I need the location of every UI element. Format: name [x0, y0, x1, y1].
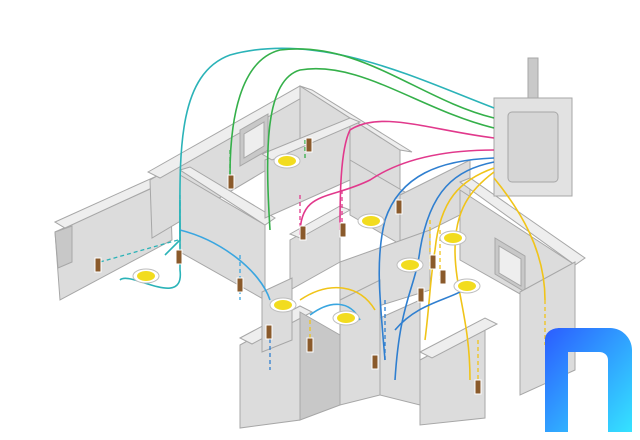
wire-magenta-1 [339, 120, 495, 231]
wall-pillar [261, 277, 293, 353]
wire-teal-1 [164, 47, 495, 256]
ceiling-light-icon [137, 271, 155, 281]
outlet-icon [429, 254, 437, 270]
panel-door [507, 111, 559, 183]
outlet-icon [265, 324, 273, 340]
ceiling-light-icon [458, 281, 476, 291]
n-logo-icon [545, 328, 632, 432]
wire-magenta-2 [299, 149, 495, 236]
outlet-icon [175, 249, 183, 265]
electrical-panel-icon [493, 57, 573, 197]
panel-conduit [527, 57, 539, 101]
wire-yellow-3 [493, 177, 546, 301]
wire-blue-1 [378, 157, 495, 361]
wires [119, 47, 546, 381]
ceiling-light-icon [362, 216, 380, 226]
ceiling-light-icon [274, 300, 292, 310]
ceiling-light-icon [444, 233, 462, 243]
wire-green-1 [229, 48, 495, 176]
window-back-glass [243, 121, 265, 159]
wire-yellow-4 [299, 286, 376, 311]
outlet-icon [306, 337, 314, 353]
outlet-icon [395, 199, 403, 215]
outlet-icon [339, 222, 347, 238]
wire-cyan-1 [179, 229, 271, 301]
outlet-icon [417, 287, 425, 303]
outlet-icon [94, 257, 102, 273]
wall-right-upper-top [299, 85, 413, 153]
wall-front-3 [379, 299, 421, 406]
outlet-icon [236, 277, 244, 293]
ceiling-light-icon [278, 156, 296, 166]
wire-green-2 [266, 67, 495, 231]
wall-right-long-top [458, 177, 586, 266]
outlet-icon [299, 225, 307, 241]
wall-inner-1-top [178, 166, 276, 226]
ceiling-lights [132, 153, 481, 326]
wire-teal-drop [119, 200, 181, 289]
wall-front-4-top [418, 317, 499, 359]
outlet-icon [305, 137, 313, 153]
window-right-glass [498, 245, 522, 287]
wire-yellow-1 [424, 167, 495, 341]
outlet-icon [474, 379, 482, 395]
outlet-icon [439, 269, 447, 285]
ceiling-light-icon [401, 260, 419, 270]
wall-left-notch [54, 225, 73, 269]
wall-front-1-side [299, 311, 341, 421]
outlet-icon [227, 174, 235, 190]
wall-front-2 [339, 279, 381, 406]
outlets [94, 137, 482, 395]
ceiling-light-icon [337, 313, 355, 323]
outlet-icon [371, 354, 379, 370]
wire-yellow-2 [454, 171, 495, 381]
